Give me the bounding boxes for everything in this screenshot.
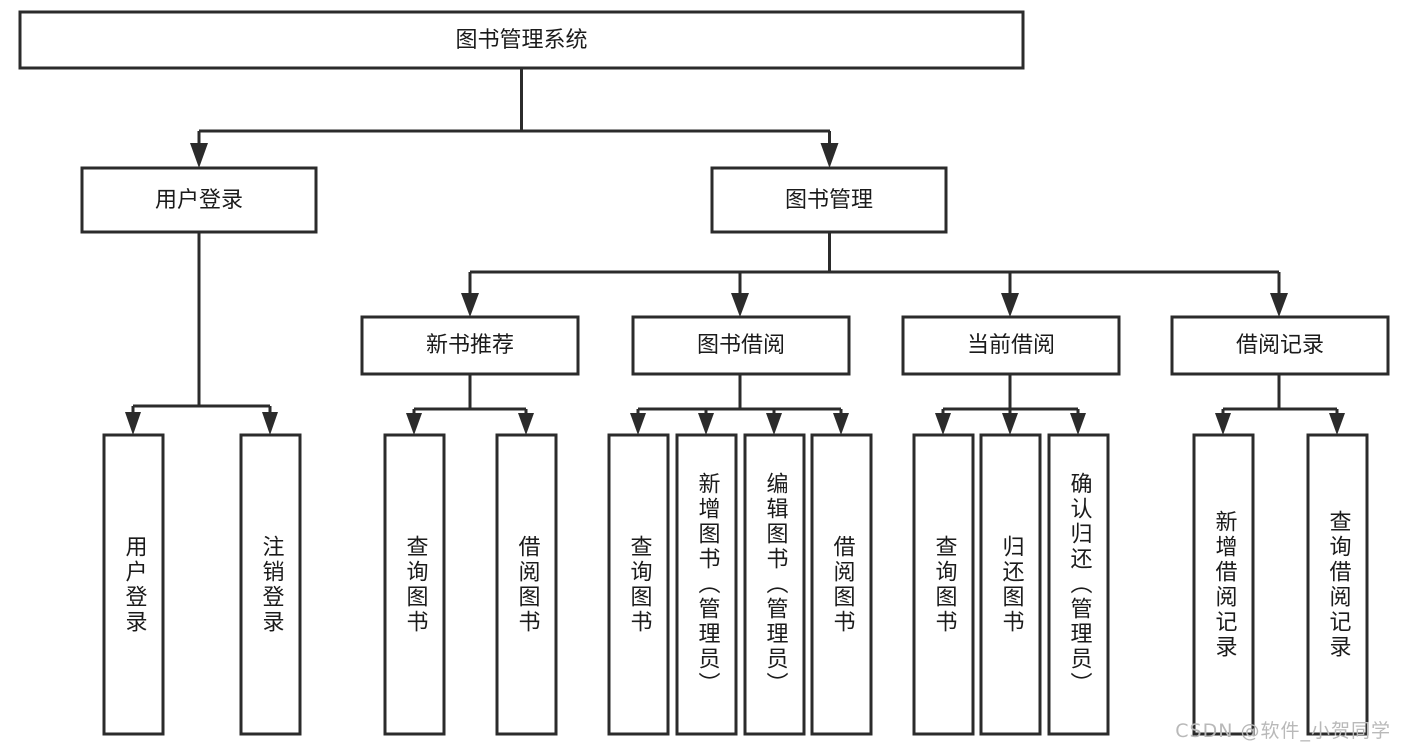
- arrowhead-borrow-record: [1270, 293, 1288, 317]
- arrowhead-leaf-logout: [262, 412, 278, 435]
- leaf-boxes-book-borrow: [607, 433, 873, 736]
- leaf-box-user-login[interactable]: [102, 433, 165, 736]
- leaf-box-query-book-3[interactable]: [912, 433, 975, 736]
- connector-group-borrow-record: [1215, 374, 1345, 435]
- node-book-manage-box[interactable]: [710, 166, 948, 234]
- node-book-manage[interactable]: 图书管理: [710, 166, 948, 234]
- connector-group-root: [190, 68, 839, 168]
- connector-group-current-borrow: [935, 374, 1086, 435]
- arrowhead-leaf-query-book-3: [935, 413, 951, 435]
- node-new-book-recommend[interactable]: 新书推荐: [360, 315, 580, 376]
- node-borrow-record[interactable]: 借阅记录: [1170, 315, 1390, 376]
- leaf-box-add-record[interactable]: [1192, 433, 1255, 736]
- node-book-borrow-box[interactable]: [631, 315, 851, 376]
- arrowhead-leaf-add-book: [698, 413, 714, 435]
- connector-group-book-manage: [461, 232, 1288, 317]
- node-current-borrow[interactable]: 当前借阅: [901, 315, 1121, 376]
- node-current-borrow-label: 当前借阅: [967, 333, 1055, 358]
- arrowhead-leaf-query-book-1: [406, 413, 422, 435]
- node-borrow-record-label: 借阅记录: [1236, 333, 1324, 358]
- arrowhead-leaf-query-book-2: [630, 413, 646, 435]
- leaf-box-query-record[interactable]: [1306, 433, 1369, 736]
- leaf-box-borrow-book-1[interactable]: [495, 433, 558, 736]
- node-root[interactable]: 图书管理系统: [18, 10, 1025, 70]
- connector-group-new-book: [406, 374, 534, 435]
- leaf-box-logout[interactable]: [239, 433, 302, 736]
- leaf-boxes-borrow-record: [1192, 433, 1369, 736]
- node-book-borrow-label: 图书借阅: [697, 333, 785, 358]
- leaf-box-add-book[interactable]: [675, 433, 738, 736]
- arrowhead-leaf-user-login: [125, 412, 141, 435]
- arrowhead-new-book: [461, 293, 479, 317]
- leaf-box-query-book-2[interactable]: [607, 433, 670, 736]
- node-root-label: 图书管理系统: [455, 28, 587, 53]
- arrowhead-leaf-add-record: [1215, 413, 1231, 435]
- arrowhead-leaf-return-book: [1002, 413, 1018, 435]
- arrowhead-current-borrow: [1001, 293, 1019, 317]
- node-book-manage-label: 图书管理: [785, 188, 873, 213]
- leaf-box-borrow-book-2[interactable]: [810, 433, 873, 736]
- arrowhead-book-borrow: [731, 293, 749, 317]
- connector-group-book-borrow: [630, 374, 849, 435]
- arrowhead-leaf-edit-book: [766, 413, 782, 435]
- csdn-watermark: CSDN @软件_小贺同学: [1175, 720, 1391, 742]
- arrowhead-leaf-query-record: [1329, 413, 1345, 435]
- node-borrow-record-box[interactable]: [1170, 315, 1390, 376]
- node-user-login[interactable]: 用户登录: [80, 166, 318, 234]
- connector-group-user-login: [125, 232, 278, 435]
- node-new-book-recommend-label: 新书推荐: [426, 333, 514, 358]
- leaf-boxes-new-book-recommend: [383, 433, 558, 736]
- leaf-box-confirm-return[interactable]: [1047, 433, 1110, 736]
- arrowhead-user-login: [190, 143, 208, 168]
- leaf-boxes-user-login: [102, 433, 302, 736]
- node-user-login-box[interactable]: [80, 166, 318, 234]
- leaf-box-edit-book[interactable]: [743, 433, 806, 736]
- node-current-borrow-box[interactable]: [901, 315, 1121, 376]
- arrowhead-leaf-borrow-book-1: [518, 413, 534, 435]
- arrowhead-leaf-borrow-book-2: [833, 413, 849, 435]
- arrowhead-leaf-confirm-return: [1070, 413, 1086, 435]
- node-new-book-recommend-box[interactable]: [360, 315, 580, 376]
- node-book-borrow[interactable]: 图书借阅: [631, 315, 851, 376]
- node-root-box[interactable]: [18, 10, 1025, 70]
- arrowhead-book-manage: [820, 143, 839, 168]
- leaf-boxes-current-borrow: [912, 433, 1110, 736]
- node-user-login-label: 用户登录: [155, 188, 243, 213]
- leaf-box-return-book[interactable]: [979, 433, 1042, 736]
- leaf-box-query-book-1[interactable]: [383, 433, 446, 736]
